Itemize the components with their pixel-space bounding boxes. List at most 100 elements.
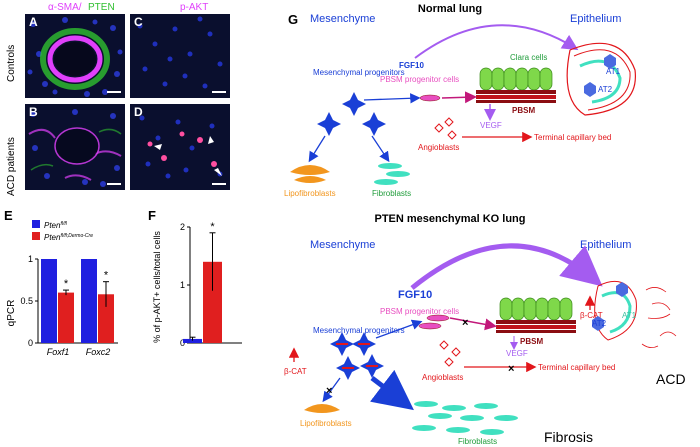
chart-e-bar	[98, 294, 114, 343]
normal-fibroblast-cells	[374, 163, 410, 185]
normal-at1: AT1	[606, 67, 621, 76]
ko-vegf: VEGF	[506, 349, 528, 358]
micro-a-image	[27, 17, 123, 97]
stain1-label-b: PTEN	[88, 2, 115, 13]
stain1-label-a: α-SMA/	[48, 2, 82, 13]
ko-damaged-vessels	[641, 287, 677, 348]
ko-pbsm-prog-cells	[418, 314, 450, 330]
ko-angioblasts-label: Angioblasts	[422, 373, 463, 382]
ko-arrow-prog-to-pbsm	[375, 319, 423, 339]
chart-e-significance: *	[104, 270, 109, 282]
chart-f-bar	[183, 338, 202, 343]
normal-fgf10: FGF10	[399, 61, 424, 70]
ko-arrow-to-fibro	[370, 369, 414, 411]
ko-block-x-3: ×	[326, 385, 332, 397]
micro-c-image	[137, 16, 223, 89]
ko-at1: AT1	[622, 311, 637, 320]
chart-e-y-tick-label: 0	[28, 338, 33, 348]
normal-lipofibroblast-cell-2	[294, 176, 326, 183]
ko-progenitors: Mesenchymal progenitors	[313, 326, 405, 335]
normal-mesenchyme: Mesenchyme	[310, 13, 375, 25]
ko-pbsm-layer	[496, 320, 576, 333]
normal-alveolus	[566, 42, 636, 116]
scale-bar-c	[212, 91, 226, 93]
normal-arrow-pbsm-to-layer	[441, 91, 477, 104]
ko-bcat-epi: β-CAT	[580, 311, 603, 320]
normal-lipofibroblasts: Lipofibroblasts	[284, 189, 336, 198]
ko-fibrosis: Fibrosis	[544, 429, 593, 445]
normal-capillary: Terminal capillary bed	[534, 133, 611, 142]
ko-fgf10-arrow	[410, 243, 603, 290]
micro-panel-a: A	[25, 14, 125, 98]
normal-title: Normal lung	[418, 3, 482, 15]
ko-fgf10: FGF10	[398, 289, 432, 301]
legend-e-label-2: Ptenfl/fl;Dermo-Cre	[44, 233, 93, 242]
ko-epithelium: Epithelium	[580, 239, 631, 251]
chart-e-x-tick-label: Foxc2	[86, 347, 111, 357]
legend-e-swatch-1	[32, 220, 40, 228]
stain-label-row: α-SMA/ PTEN p-AKT	[34, 2, 274, 16]
scale-bar-b	[107, 183, 121, 185]
ko-at2: AT2	[592, 319, 607, 328]
normal-fibroblasts: Fibroblasts	[372, 189, 411, 198]
ko-progenitor-stars	[330, 332, 384, 380]
panel-label-a: A	[29, 15, 38, 29]
ko-angioblasts	[439, 340, 461, 367]
ko-acd: ACD	[656, 371, 686, 387]
panel-label-d: D	[134, 105, 143, 119]
chart-e-bar	[58, 292, 74, 343]
panel-label-f: F	[148, 208, 156, 223]
ylabel-e: qPCR	[6, 300, 17, 327]
ko-pbsm: PBSM	[520, 337, 543, 346]
ko-block-x-1: ×	[462, 317, 468, 329]
normal-arrow-to-lipo	[308, 135, 326, 163]
panel-label-e: E	[4, 208, 13, 223]
ko-lipofibroblast-cell	[304, 404, 340, 413]
micro-panel-d: D	[130, 104, 230, 190]
chart-f-y-tick-label: 2	[180, 222, 185, 232]
normal-arrow-to-fibro	[371, 135, 390, 163]
panel-label-c: C	[134, 15, 143, 29]
normal-clara: Clara cells	[510, 53, 547, 62]
ko-pten-marks	[336, 343, 378, 369]
micro-panel-c: C	[130, 14, 230, 98]
ylabel-f: % of p-AKT+ cells/total cells	[152, 231, 162, 343]
chart-f: % of p-AKT+ cells/total cells 012*	[152, 221, 242, 348]
panel-label-g: G	[288, 12, 299, 27]
row-label-controls: Controls	[6, 44, 17, 82]
ko-bcat-mes: β-CAT	[284, 367, 307, 376]
normal-lipofibroblast-cell	[290, 165, 330, 175]
normal-angioblasts	[434, 117, 457, 140]
normal-at2-cells	[584, 54, 616, 97]
ko-block-x-2: ×	[508, 363, 514, 375]
micro-d-image	[139, 115, 223, 179]
legend-e-label-1: Ptenfl/fl	[44, 221, 68, 230]
normal-pbsm-prog-cell	[419, 94, 441, 102]
ko-fibroblasts: Fibroblasts	[458, 437, 497, 446]
legend-e: Ptenfl/fl Ptenfl/fl;Dermo-Cre	[32, 220, 93, 242]
chart-f-y-tick-label: 1	[180, 280, 185, 290]
ko-fibroblast-cells	[412, 401, 518, 435]
normal-arrow-prog-to-pbsm	[363, 93, 421, 104]
normal-clara-cells	[479, 67, 553, 91]
normal-pbsm: PBSM	[512, 106, 535, 115]
normal-vegf: VEGF	[480, 121, 502, 130]
normal-progenitors: Mesenchymal progenitors	[313, 68, 405, 77]
chart-e: Ptenfl/fl Ptenfl/fl;Dermo-Cre qPCR 00.51…	[6, 220, 118, 357]
normal-epithelium: Epithelium	[570, 13, 621, 25]
micro-b-image	[28, 109, 122, 187]
chart-e-significance: *	[64, 278, 69, 290]
ko-title: PTEN mesenchymal KO lung	[375, 213, 526, 225]
legend-e-swatch-2	[32, 232, 40, 240]
normal-at2: AT2	[598, 85, 613, 94]
chart-e-x-tick-label: Foxf1	[47, 347, 70, 357]
ko-arrow-to-lipo	[322, 377, 341, 403]
normal-pbsm-layer	[476, 90, 556, 103]
ko-at2-cells	[592, 282, 628, 331]
ko-arrow-pbsm-to-layer	[449, 317, 497, 331]
micro-panel-b: B	[25, 104, 125, 190]
scale-bar-d	[212, 183, 226, 185]
ko-mesenchyme: Mesenchyme	[310, 239, 375, 251]
ko-pbsm-prog: PBSM progenitor cells	[380, 307, 459, 316]
chart-f-y-tick-label: 0	[180, 338, 185, 348]
